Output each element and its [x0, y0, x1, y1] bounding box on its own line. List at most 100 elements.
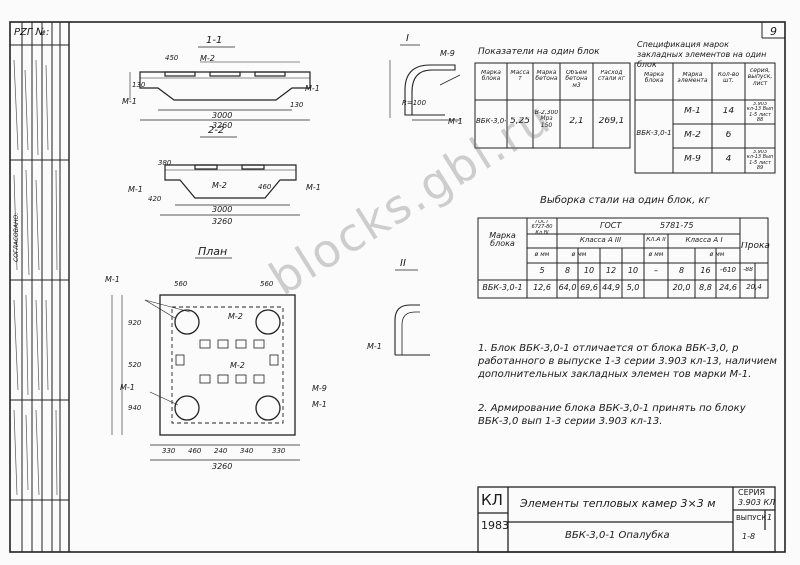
spec-th-element: Марка элемента — [677, 72, 708, 85]
dim-920: 920 — [128, 319, 142, 327]
title-year: 1983 — [481, 519, 509, 532]
dim-r100: R=100 — [402, 99, 427, 107]
title-issue-value: 1-8 — [742, 532, 756, 541]
spec-td-mark-3: М-9 — [684, 155, 701, 164]
dim-420: 420 — [148, 195, 162, 203]
spec-th-block: Марка блока — [644, 72, 664, 85]
spec-th-qty: Кол-во шт. — [717, 72, 740, 85]
steel-diam-1: 8 — [564, 267, 571, 275]
node-ii-title: II — [400, 258, 406, 269]
label-m9-node: М-9 — [440, 49, 455, 58]
dim-520: 520 — [128, 361, 142, 369]
spec-td-mark-2: М-2 — [684, 131, 701, 140]
steel-val-6: 20,0 — [672, 284, 691, 292]
block-th-concrete: Марка бетона — [535, 70, 558, 83]
dim-450: 450 — [165, 54, 179, 62]
steel-val-1: 64,0 — [558, 284, 577, 292]
steel-diam-5: – — [654, 267, 658, 275]
label-m1-plan-a: М-1 — [105, 275, 120, 284]
steel-val-2: 69,6 — [580, 284, 598, 292]
title-series-label: СЕРИЯ — [738, 488, 766, 497]
steel-diam-label-1: ø мм — [534, 252, 550, 258]
steel-val-9: 20,4 — [746, 284, 762, 291]
note-1: 1. Блок ВБК-3,0-1 отличается от блока ВБ… — [478, 343, 777, 380]
steel-diam-label-2: ø мм — [571, 252, 587, 258]
steel-val-7: 8,8 — [699, 284, 712, 292]
title-series-value: 3.903 КЛ — [738, 498, 776, 507]
stamp-code: PZГ №: — [14, 27, 50, 38]
block-td-steel: 269,1 — [598, 117, 625, 126]
spec-table-title: Спецификация марок закладных элементов н… — [637, 40, 767, 69]
label-m1-plan-c: М-1 — [312, 400, 327, 409]
steel-table-title: Выборка стали на один блок, кг — [540, 195, 710, 206]
spec-td-ref-1: 3.903 кл-13 Вып 1-5 лист 88 — [746, 102, 774, 123]
steel-diam-9: -88 — [743, 267, 753, 273]
steel-th-mark: Марка блока — [489, 232, 516, 249]
label-m9-plan: М-9 — [312, 384, 327, 393]
section-2-2-title: 2-2 — [208, 125, 225, 136]
dim-380: 380 — [158, 159, 172, 167]
spec-td-qty-1: 14 — [722, 107, 735, 116]
block-td-mass: 5,25 — [509, 117, 531, 126]
spec-td-ref-3: 3.903 кл-13 Вып 1-5 лист 89 — [746, 150, 774, 171]
sheet-number: 9 — [770, 25, 777, 38]
steel-diam-0: 5 — [539, 267, 545, 275]
spec-td-mark-1: М-1 — [684, 107, 701, 116]
dim-330-a: 330 — [162, 447, 176, 455]
spec-td-qty-2: 6 — [725, 131, 732, 140]
dim-240: 240 — [214, 447, 228, 455]
dim-460-b: 460 — [188, 447, 202, 455]
steel-diam-8: -610 — [720, 267, 736, 274]
steel-diam-label-3: ø мм — [648, 252, 664, 258]
block-th-mass: Масса т — [510, 70, 530, 83]
node-i-title: I — [406, 33, 409, 44]
steel-val-0: 12,6 — [533, 284, 551, 292]
block-th-mark: Марка блока — [481, 70, 501, 83]
block-table-title: Показатели на один блок — [478, 47, 600, 57]
dim-3260-plan: 3260 — [212, 462, 233, 471]
title-issue-label: ВЫПУСК — [736, 514, 767, 522]
dim-940: 940 — [128, 404, 142, 412]
steel-gost-num: 5781-75 — [660, 221, 694, 230]
block-td-mark: ВБК-3,0-1 — [476, 118, 506, 125]
dim-3260-a: 3260 — [212, 121, 233, 130]
block-th-volume: Объем бетона м3 — [565, 70, 588, 89]
steel-diam-3: 12 — [605, 267, 617, 275]
label-m1-node2: М-1 — [367, 342, 382, 351]
spec-td-qty-3: 4 — [725, 155, 732, 164]
dim-330-b: 330 — [272, 447, 286, 455]
steel-row-label: ВБК-3,0-1 — [482, 284, 523, 292]
label-m2-plan-a: М-2 — [228, 312, 243, 321]
label-m1-a: М-1 — [305, 84, 320, 93]
note-2: 2. Армирование блока ВБК-3,0-1 принять п… — [478, 403, 746, 427]
sidebar-label: СОГЛАСОВАНО: — [13, 212, 20, 262]
label-m1-node: М-1 — [448, 117, 463, 126]
dim-560-a: 560 — [174, 280, 188, 288]
steel-diam-6: 8 — [678, 267, 685, 275]
dim-3000-a: 3000 — [212, 111, 233, 120]
label-m2-b: М-2 — [212, 181, 227, 190]
title-name: Элементы тепловых камер 3×3 м — [520, 497, 716, 510]
label-m2-plan-b: М-2 — [230, 361, 245, 370]
plan-title: План — [198, 245, 228, 258]
label-m1-b: М-1 — [122, 97, 137, 106]
dim-130-b: 130 — [290, 101, 304, 109]
steel-diam-7: 16 — [700, 267, 711, 275]
block-th-steel: Расход стали кг — [598, 70, 625, 83]
title-subtitle: ВБК-3,0-1 Опалубка — [565, 530, 670, 541]
block-td-volume: 2,1 — [569, 117, 584, 126]
steel-diam-label-4: ø мм — [709, 252, 725, 258]
steel-col-a2: Кл.А II — [646, 237, 666, 243]
steel-col-prokat: Прока — [741, 242, 770, 251]
label-m1-c: М-1 — [128, 185, 143, 194]
steel-gost: ГОСТ — [600, 221, 622, 230]
steel-diam-4: 10 — [627, 267, 639, 275]
dim-560-b: 560 — [260, 280, 274, 288]
dim-3000-b: 3000 — [212, 205, 233, 214]
steel-val-8: 24,6 — [719, 284, 737, 292]
block-td-concrete: В-2,300 Мрз 150 — [534, 110, 559, 129]
dim-130: 130 — [132, 81, 146, 89]
steel-col-vi: ГОСТ 6727-80 Кл.ВI — [531, 220, 553, 236]
steel-col-a3: Класса А III — [579, 237, 622, 244]
